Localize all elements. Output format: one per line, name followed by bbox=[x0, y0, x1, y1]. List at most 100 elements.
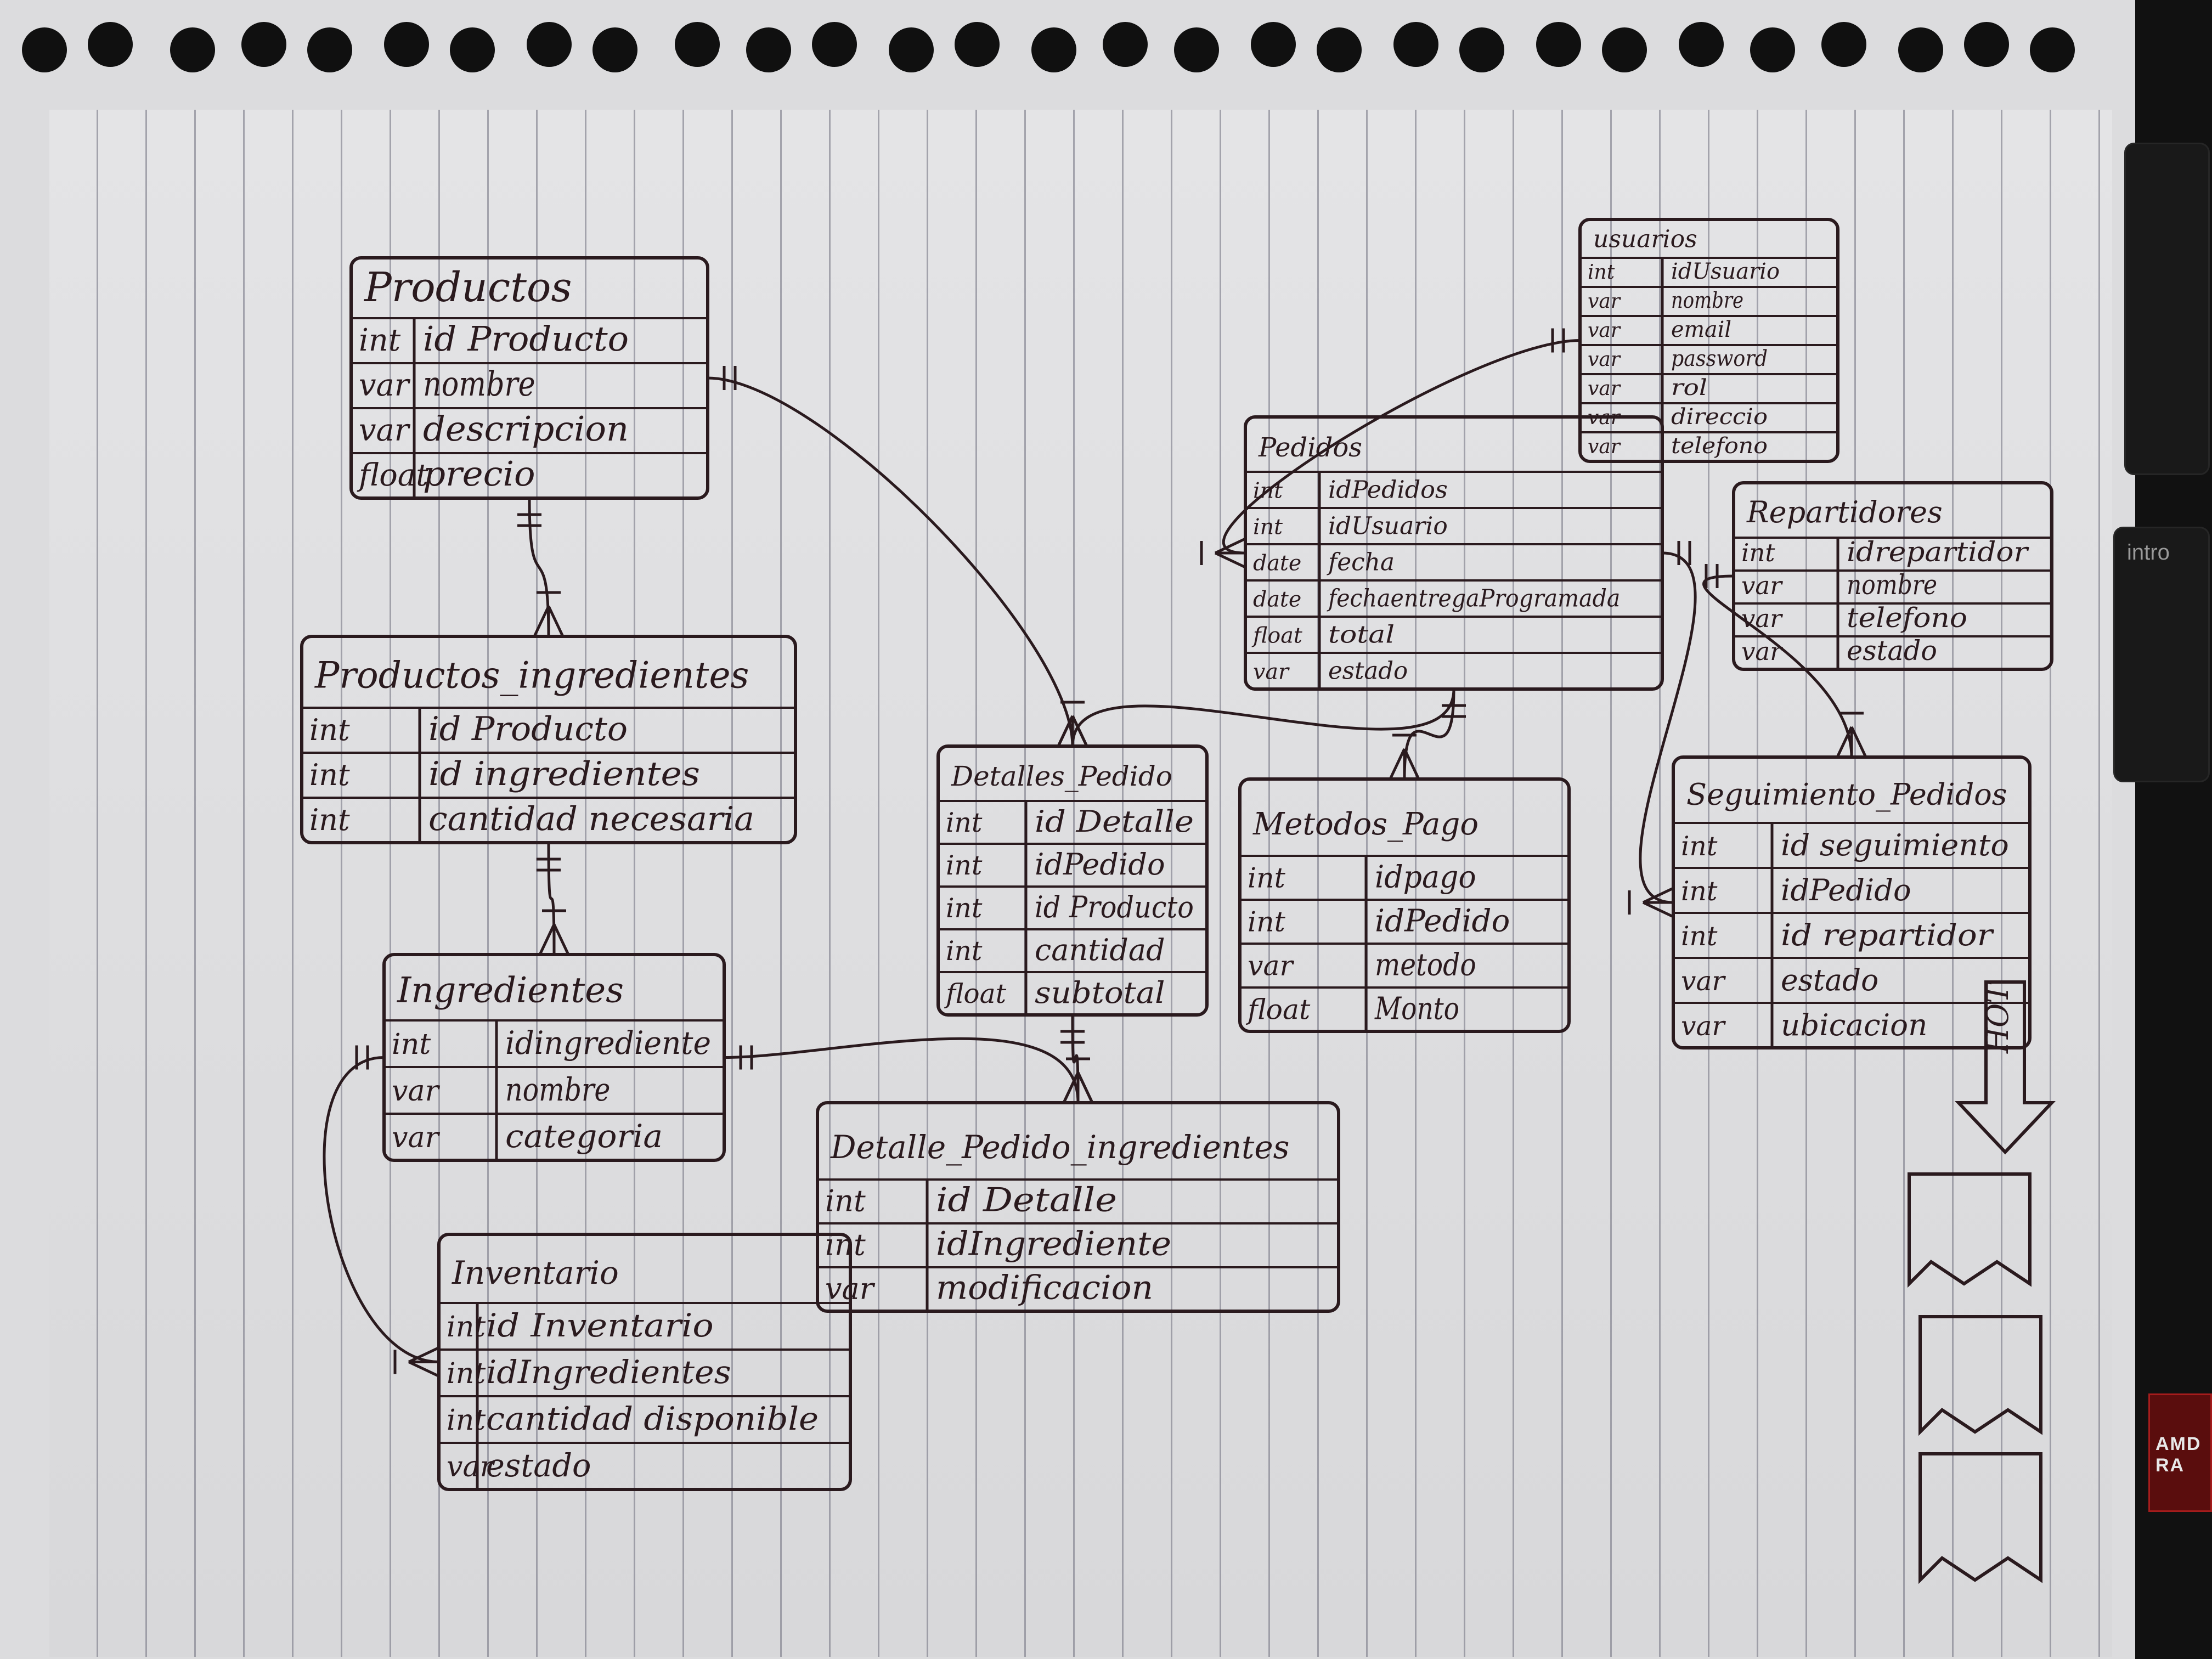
intro-key: intro bbox=[2113, 527, 2210, 782]
relationship-line bbox=[1639, 551, 1697, 904]
cardinality-many-mark bbox=[1062, 1071, 1080, 1104]
field-name: categoria bbox=[505, 1118, 663, 1155]
field-name: telefono bbox=[1847, 602, 1967, 634]
field-name: total bbox=[1328, 621, 1395, 649]
field-name: id Detalle bbox=[936, 1181, 1117, 1220]
relationship-productos-detalles-pedido bbox=[707, 366, 1088, 747]
ruled-lines bbox=[49, 110, 2112, 1657]
cardinality-many-mark bbox=[1057, 715, 1074, 747]
relationship-line bbox=[724, 1037, 1080, 1103]
field-name: idIngredientes bbox=[486, 1353, 731, 1391]
field-name: modificacion bbox=[936, 1269, 1153, 1307]
entity-border bbox=[1244, 415, 1664, 691]
field-type: var bbox=[1588, 348, 1621, 371]
field-type: int bbox=[825, 1228, 866, 1262]
cardinality-many-mark bbox=[547, 605, 565, 637]
field-name: nombre bbox=[423, 364, 535, 404]
field-name: idPedido bbox=[1781, 873, 1911, 907]
cardinality-many-mark bbox=[1071, 715, 1088, 747]
field-name: id seguimiento bbox=[1781, 828, 2009, 862]
relationship-productos-productos-ingredientes bbox=[517, 498, 565, 637]
spiral-hole bbox=[1821, 22, 1866, 67]
relationship-line bbox=[1071, 689, 1455, 747]
field-name: id Producto bbox=[1035, 890, 1194, 924]
relationship-line bbox=[528, 498, 550, 637]
spiral-hole bbox=[1251, 22, 1296, 67]
field-type: int bbox=[1248, 906, 1286, 938]
field-type: var bbox=[392, 1121, 441, 1154]
relationship-ingredientes-inventario bbox=[323, 1045, 440, 1378]
cardinality-many-mark bbox=[1850, 726, 1867, 758]
cardinality-many-mark bbox=[1403, 748, 1420, 780]
entity-title: Seguimiento_Pedidos bbox=[1686, 777, 2007, 811]
banner-doodle bbox=[1908, 1172, 2032, 1288]
entity-border bbox=[816, 1101, 1340, 1313]
spiral-hole bbox=[307, 27, 352, 72]
field-name: id repartidor bbox=[1781, 918, 1995, 952]
cardinality-many-mark bbox=[1214, 551, 1246, 569]
field-type: int bbox=[447, 1357, 486, 1390]
field-name: idUsuario bbox=[1328, 512, 1448, 540]
field-name: idrepartidor bbox=[1847, 536, 2029, 568]
amd-sticker-label: AMD RA bbox=[2155, 1434, 2202, 1476]
field-name: email bbox=[1671, 317, 1731, 342]
spiral-hole bbox=[1602, 27, 1647, 72]
field-name: idPedido bbox=[1375, 904, 1510, 939]
field-name: Monto bbox=[1374, 991, 1459, 1027]
entity-title: Pedidos bbox=[1258, 432, 1362, 463]
field-type: int bbox=[1588, 261, 1615, 284]
spiral-hole bbox=[1536, 22, 1581, 67]
field-type: float bbox=[1251, 623, 1302, 648]
cardinality-many-mark bbox=[552, 923, 570, 956]
field-type: var bbox=[1253, 659, 1290, 685]
cardinality-many-mark bbox=[533, 605, 550, 637]
field-name: id Inventario bbox=[486, 1307, 714, 1344]
entity-border bbox=[1732, 481, 2053, 671]
relationship-line bbox=[1403, 689, 1455, 780]
cardinality-many-mark bbox=[1642, 901, 1674, 918]
spiral-hole bbox=[1031, 27, 1076, 72]
field-name: estado bbox=[486, 1447, 591, 1484]
field-name: metodo bbox=[1375, 947, 1476, 983]
field-name: nombre bbox=[1671, 288, 1743, 313]
field-name: telefono bbox=[1671, 433, 1768, 459]
relationship-pedidos-seguimiento-pedidos bbox=[1628, 541, 1697, 918]
spiral-hole bbox=[675, 22, 720, 67]
field-type: var bbox=[1588, 319, 1621, 342]
field-type: var bbox=[359, 413, 411, 448]
relationship-detalles-pedido-detalle-pedido-ingredientes bbox=[1060, 1014, 1094, 1104]
entity-title: Inventario bbox=[452, 1254, 619, 1291]
spiral-hole bbox=[746, 27, 791, 72]
field-name: rol bbox=[1671, 375, 1707, 400]
relationship-usuarios-pedidos bbox=[1200, 328, 1581, 569]
cardinality-many-mark bbox=[1389, 748, 1406, 780]
field-type: float bbox=[944, 979, 1007, 1009]
field-name: precio bbox=[423, 454, 535, 494]
cardinality-many-mark bbox=[1076, 1071, 1094, 1104]
entity-title: Productos bbox=[363, 264, 572, 311]
field-name: idPedidos bbox=[1328, 476, 1448, 504]
amd-sticker: AMD RA bbox=[2148, 1393, 2212, 1512]
field-name: password bbox=[1671, 346, 1768, 371]
field-type: var bbox=[1741, 604, 1783, 633]
field-type: int bbox=[309, 803, 350, 837]
field-type: var bbox=[1248, 950, 1295, 982]
spiral-hole bbox=[889, 27, 934, 72]
field-type: int bbox=[359, 323, 401, 358]
field-type: var bbox=[359, 368, 411, 403]
spiral-hole bbox=[1103, 22, 1148, 67]
laptop-edge: intro AMD RA bbox=[2113, 0, 2212, 1659]
field-type: int bbox=[392, 1028, 431, 1061]
relationship-pedidos-metodos-pago bbox=[1389, 689, 1466, 780]
torn-spiral-edge bbox=[0, 0, 2142, 82]
relationship-productos-ingredientes-ingredientes bbox=[537, 842, 570, 956]
cardinality-many-mark bbox=[1836, 726, 1853, 758]
arrow-doodle-label: HOT bbox=[1980, 981, 2015, 1054]
field-name: id Producto bbox=[428, 710, 628, 748]
spiral-hole bbox=[1898, 27, 1943, 72]
